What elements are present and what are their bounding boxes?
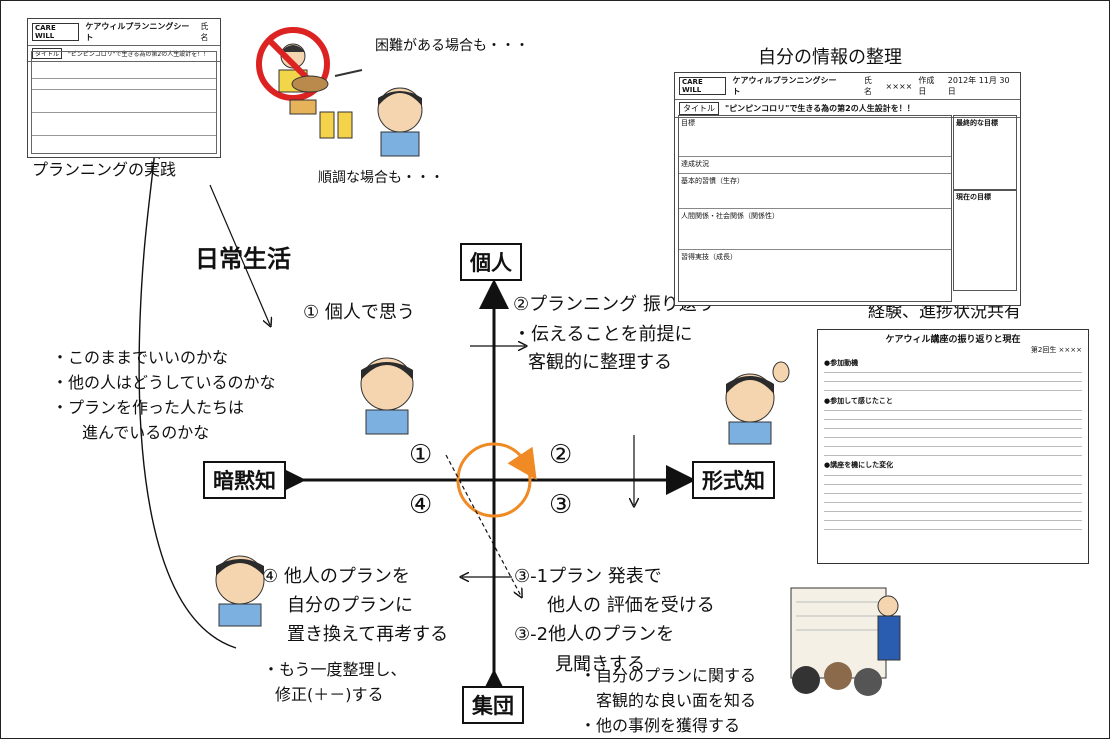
quadrant-2: ② [549,440,573,470]
arrow-daily [209,184,270,325]
sheet-large-name: ×××× [885,81,913,91]
quadrant-1: ① [409,440,433,470]
sheet-large-date: 2012年 11月 30日 [947,76,1010,96]
sheet-logo: CARE WILL [32,23,80,41]
label-step1: ① 個人で思う [303,302,415,323]
label-step2-line3: 客観的に整理する [528,352,672,373]
label-self-info: 自分の情報の整理 [758,47,902,68]
row-status: 達成状況 [679,157,951,174]
report-body-3 [824,470,1082,531]
sheet-large-logo: CARE WILL [679,77,727,95]
label-step3-2-line2: 見聞きする [555,654,645,675]
food-illustration [289,69,363,139]
quadrant-3: ③ [549,490,573,520]
final-goal-box: 最終的な目標 [953,115,1017,191]
label-again-1: ・もう一度整理し、 [263,660,407,679]
person-peace-sign-icon [215,555,265,627]
person-raising-hand-icon [725,361,790,445]
report-body-1 [824,368,1082,395]
row-goal: 目標 [679,116,951,157]
label-step3-1-line2: 他人の 評価を受ける [547,595,715,616]
label-step3-1-line1: ③-1プラン 発表で [514,566,662,587]
sheet-large-theme: "ピンピンコロリ"で生きる為の第2の人生設計を！！ [725,104,915,113]
person-eating-icon [377,87,423,157]
label-again-2: 修正(＋－)する [275,685,384,704]
label-step2-line2: ・伝えることを前提に [513,324,693,345]
report-section-1: ●参加動機 [824,358,859,367]
row-life: 基本的習慣（生存） [679,174,951,209]
current-goal-label: 現在の目標 [956,193,991,201]
sheet-large-table: 目標 達成状況 基本的習慣（生存） 人間関係・社会関係（関係性） 習得実技（成長… [678,115,952,302]
sheet-title: ケアウィルプランニングシート [85,22,190,42]
sheet-theme: "ピンピンコロリ"で生きる為の第2の人生設計を！！ [68,51,210,58]
thought-2: ・他の人はどうしているのかな [52,373,276,392]
cycle-curve [138,150,237,649]
sheet-name-label: 氏名 [200,22,209,42]
thought-4: 進んでいるのかな [82,423,210,442]
sheet-theme-label: タイトル [32,48,63,59]
report-section-3: ●講座を機にした変化 [824,461,894,470]
label-step2-line1: ②プランニング 振り返り [513,294,715,315]
presentation-illustration [790,587,901,696]
sheet-grid [31,51,217,154]
label-smooth: 順調な場合も・・・ [318,170,444,186]
cycle-arrow [507,446,537,480]
row-relation: 人間関係・社会関係（関係性） [679,209,951,250]
quadrant-4: ④ [409,490,433,520]
label-step4-line1: ④ 他人のプランを [262,566,410,587]
planning-sheet-small: CARE WILL ケアウィルプランニングシート 氏名 タイトル "ピンピンコロ… [27,18,221,158]
dashed-arrow [445,454,521,596]
report-section-2: ●参加して感じたこと [824,397,893,406]
final-goal-label: 最終的な目標 [956,119,998,127]
report-author: 第2回生 ×××× [1030,346,1082,355]
cycle-circle [456,442,532,518]
label-step4-line2: 自分のプランに [287,595,413,616]
label-bottom-1: ・自分のプランに関する [580,666,757,685]
row-growth: 習得実技（成長） [681,253,737,261]
label-bottom-2: 客観的な良い面を知る [596,691,757,710]
person-thinking-icon [360,357,414,435]
thought-3: ・プランを作った人たちは [52,398,245,417]
label-planning-practice: プランニングの実践 [32,160,177,179]
planning-sheet-large: CARE WILL ケアウィルプランニングシート 氏名 ×××× 作成日 201… [674,72,1021,306]
thought-1: ・このままでいいのかな [52,348,229,367]
label-bottom-3: ・他の事例を獲得する [580,716,741,735]
label-experience-share: 経験、進捗状況共有 [868,302,1021,322]
axis-label-group: 集団 [462,686,524,724]
label-difficult: 困難がある場合も・・・ [375,38,529,54]
review-report: ケアウィル講座の振り返りと現在 第2回生 ×××× ●参加動機 ●参加して感じた… [817,329,1089,564]
sheet-large-date-label: 作成日 [918,76,935,96]
current-goal-box: 現在の目標 [953,189,1017,291]
axis-label-explicit: 形式知 [692,461,775,499]
axis-label-tacit: 暗黙知 [203,461,286,499]
sheet-large-title: ケアウィルプランニングシート [732,76,837,96]
label-step3-2-line1: ③-2他人のプランを [514,624,675,645]
axis-label-individual: 個人 [460,243,522,281]
sheet-large-theme-label: タイトル [679,102,719,115]
label-daily-life: 日常生活 [195,245,291,273]
report-body-2 [824,406,1082,459]
sheet-large-name-label: 氏名 [863,76,872,96]
report-title: ケアウィル講座の振り返りと現在 [885,335,1021,345]
label-step4-line3: 置き換えて再考する [287,624,449,645]
